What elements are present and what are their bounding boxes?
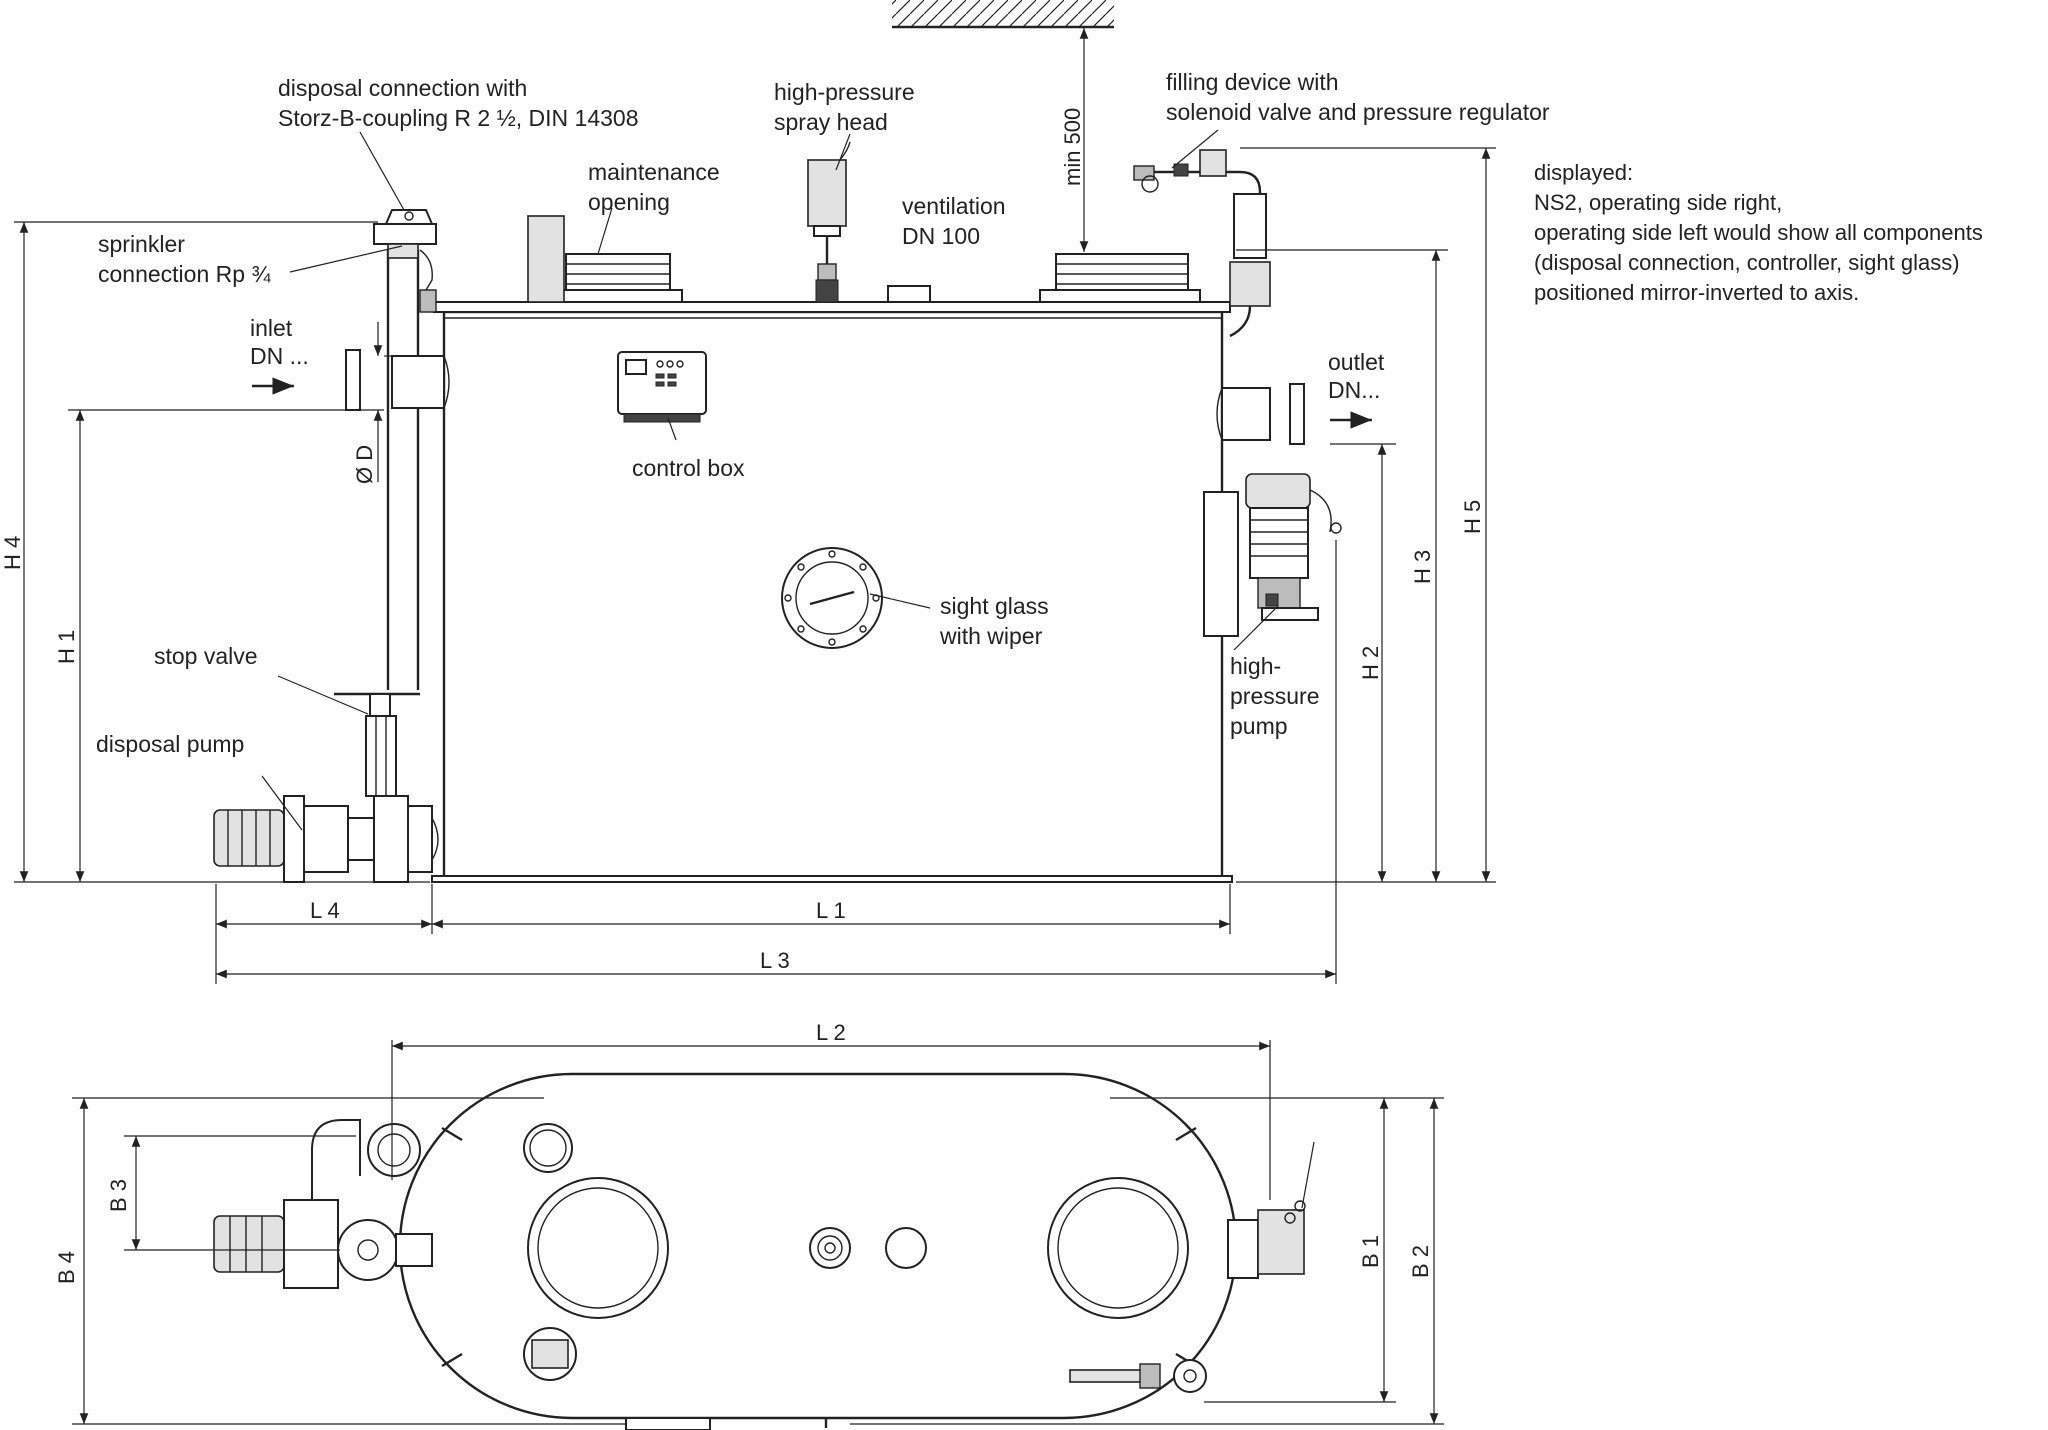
maintenance-opening-right <box>1039 253 1201 303</box>
dim-b4: B 4 <box>54 1251 79 1284</box>
label-hp-spray-2: spray head <box>774 109 888 135</box>
filling-device-top <box>1069 1359 1207 1393</box>
label-disposal-pump: disposal pump <box>96 731 244 757</box>
dim-h4: H 4 <box>0 536 25 570</box>
tank-lid <box>433 301 1231 313</box>
ceiling <box>892 0 1114 29</box>
tank-top-outline <box>398 1072 1238 1420</box>
note-line-2: NS2, operating side right, <box>1534 190 1782 215</box>
note-line-1: displayed: <box>1534 160 1633 185</box>
leader-lines <box>261 129 1315 1209</box>
spray-head <box>807 141 851 303</box>
dim-l1: L 1 <box>816 898 846 923</box>
dim-l2: L 2 <box>816 1020 846 1045</box>
label-outlet-2: DN... <box>1328 377 1380 403</box>
dimensions-top <box>72 1040 1444 1425</box>
label-filling-2: solenoid valve and pressure regulator <box>1166 99 1550 125</box>
disposal-pump <box>213 795 439 883</box>
dim-h1: H 1 <box>54 630 79 664</box>
dim-h2: H 2 <box>1358 646 1383 680</box>
side-view <box>14 27 1496 984</box>
label-sight-glass-1: sight glass <box>940 593 1049 619</box>
dim-l3: L 3 <box>760 948 790 973</box>
label-sprinkler-1: sprinkler <box>98 231 185 257</box>
dim-b3: B 3 <box>106 1179 131 1212</box>
dim-l4: L 4 <box>310 898 340 923</box>
high-pressure-pump <box>1203 473 1342 637</box>
hp-pump-top <box>1227 1200 1306 1279</box>
label-hp-pump-3: pump <box>1230 713 1288 739</box>
disposal-pump-top <box>213 1119 433 1289</box>
label-sprinkler-2: connection Rp ¾ <box>98 261 271 287</box>
label-filling-1: filling device with <box>1166 69 1339 95</box>
label-outlet-1: outlet <box>1328 349 1385 375</box>
label-hp-pump-1: high- <box>1230 653 1281 679</box>
dim-h5: H 5 <box>1460 500 1485 534</box>
dim-min-500: min 500 <box>1060 108 1085 186</box>
label-stop-valve: stop valve <box>154 643 258 669</box>
dim-b2: B 2 <box>1408 1245 1433 1278</box>
label-ventilation-2: DN 100 <box>902 223 980 249</box>
disposal-riser <box>373 209 437 690</box>
inlet-pipe <box>345 349 450 411</box>
label-maintenance-1: maintenance <box>588 159 720 185</box>
dim-h3: H 3 <box>1410 550 1435 584</box>
label-hp-spray-1: high-pressure <box>774 79 915 105</box>
maintenance-opening-left <box>527 215 683 303</box>
dimensions-side <box>14 27 1496 984</box>
label-ventilation-1: ventilation <box>902 193 1006 219</box>
dim-od: Ø D <box>352 445 377 484</box>
label-inlet-1: inlet <box>250 315 293 341</box>
note-line-4: (disposal connection, controller, sight … <box>1534 250 1960 275</box>
label-maintenance-2: opening <box>588 189 670 215</box>
control-box-drawing <box>617 351 707 423</box>
dim-b1: B 1 <box>1358 1235 1383 1268</box>
note-line-3: operating side left would show all compo… <box>1534 220 1983 245</box>
label-inlet-2: DN ... <box>250 343 309 369</box>
top-view <box>72 1040 1444 1430</box>
label-control-box: control box <box>632 455 745 481</box>
label-hp-pump-2: pressure <box>1230 683 1319 709</box>
label-disposal-connection-2: Storz-B-coupling R 2 ½, DIN 14308 <box>278 105 639 131</box>
outlet-pipe <box>1216 383 1305 445</box>
tank-base <box>431 875 1233 883</box>
stop-valve <box>334 692 420 797</box>
note-line-5: positioned mirror-inverted to axis. <box>1534 280 1859 305</box>
filling-device <box>1133 149 1271 338</box>
label-sight-glass-2: with wiper <box>939 623 1043 649</box>
sight-glass-side <box>781 547 883 649</box>
ventilation-stub <box>887 285 931 303</box>
label-disposal-connection-1: disposal connection with <box>278 75 527 101</box>
